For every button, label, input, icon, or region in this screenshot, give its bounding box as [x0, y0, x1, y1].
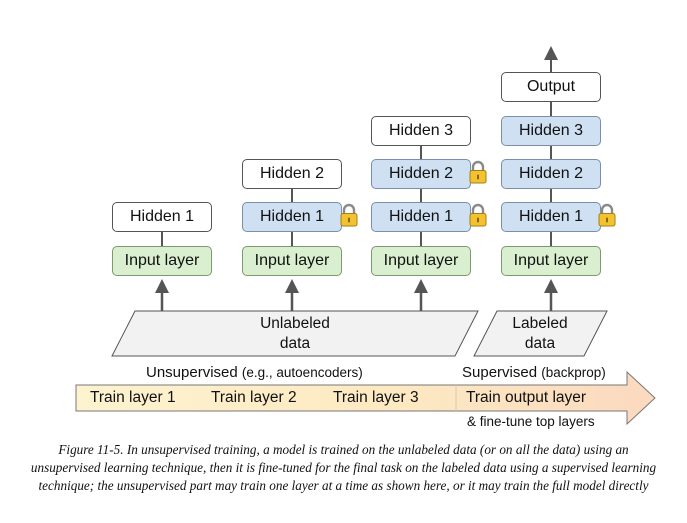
- lock-icon: [469, 160, 487, 184]
- layer-input: Input layer: [112, 246, 212, 276]
- labeled-data-shape: [473, 310, 608, 357]
- labeled-data-label: Labeled data: [490, 314, 590, 354]
- train-step-2: Train layer 2: [211, 389, 297, 406]
- layer-output: Output: [501, 72, 601, 102]
- supervised-stage-main: Supervised: [462, 364, 538, 381]
- layer-hidden-3: Hidden 3: [371, 116, 471, 146]
- unlabeled-data-line1: Unlabeled: [260, 315, 330, 332]
- layer-input: Input layer: [242, 246, 342, 276]
- arrow-up-icon: [414, 279, 428, 311]
- unlabeled-data-shape: [111, 310, 479, 357]
- labeled-data-line2: data: [524, 335, 556, 352]
- arrow-up-icon: [155, 279, 169, 311]
- layer-input: Input layer: [371, 246, 471, 276]
- layer-hidden-2: Hidden 2: [242, 159, 342, 189]
- unlabeled-data-line2: data: [279, 335, 311, 352]
- supervised-stage-label: Supervised (backprop): [462, 364, 606, 381]
- arrow-up-icon: [544, 279, 558, 311]
- layer-hidden-1-frozen: Hidden 1: [371, 202, 471, 232]
- supervised-stage-detail: (backprop): [541, 365, 606, 380]
- lock-icon: [598, 203, 616, 227]
- arrow-up-icon: [544, 46, 558, 72]
- unsupervised-stage-main: Unsupervised: [146, 364, 238, 381]
- layer-input: Input layer: [501, 246, 601, 276]
- lock-icon: [469, 203, 487, 227]
- fine-tune-note: & fine-tune top layers: [467, 414, 595, 429]
- unsupervised-stage-label: Unsupervised (e.g., autoencoders): [146, 364, 363, 381]
- layer-hidden-3: Hidden 3: [501, 116, 601, 146]
- unlabeled-data-label: Unlabeled data: [195, 314, 395, 354]
- unsupervised-stage-detail: (e.g., autoencoders): [241, 365, 363, 380]
- labeled-data-line1: Labeled: [512, 315, 568, 332]
- arrow-up-icon: [285, 279, 299, 311]
- train-step-3: Train layer 3: [333, 389, 419, 406]
- layer-hidden-1-frozen: Hidden 1: [501, 202, 601, 232]
- lock-icon: [340, 203, 358, 227]
- training-progress-arrow: [75, 370, 656, 426]
- train-step-1: Train layer 1: [90, 389, 176, 406]
- layer-hidden-2-frozen: Hidden 2: [371, 159, 471, 189]
- train-step-output: Train output layer: [466, 389, 587, 406]
- layer-hidden-1: Hidden 1: [112, 202, 212, 232]
- layer-hidden-2: Hidden 2: [501, 159, 601, 189]
- figure-caption: Figure 11-5. In unsupervised training, a…: [30, 442, 657, 493]
- layer-hidden-1-frozen: Hidden 1: [242, 202, 342, 232]
